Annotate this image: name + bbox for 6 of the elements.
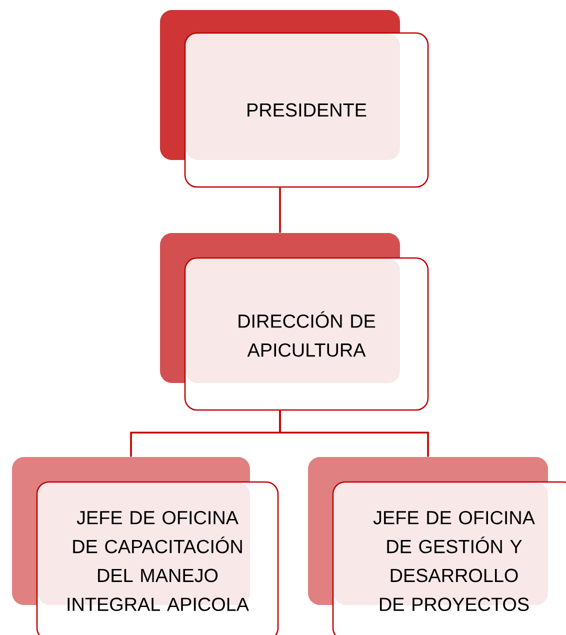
connector-line (279, 188, 281, 233)
connector-line (279, 410, 429, 457)
org-chart-box: JEFE DE OFICINA DE CAPACITACIÓN DEL MANEJO INTEGRAL APICOLA (12, 457, 279, 635)
org-chart-box: JEFE DE OFICINA DE GESTIÓN Y DESARROLLO DE PROYECTOS (308, 457, 566, 635)
org-chart-box: DIRECCIÓN DE APICULTURA (160, 233, 429, 411)
org-chart-box: PRESIDENTE (160, 10, 429, 188)
